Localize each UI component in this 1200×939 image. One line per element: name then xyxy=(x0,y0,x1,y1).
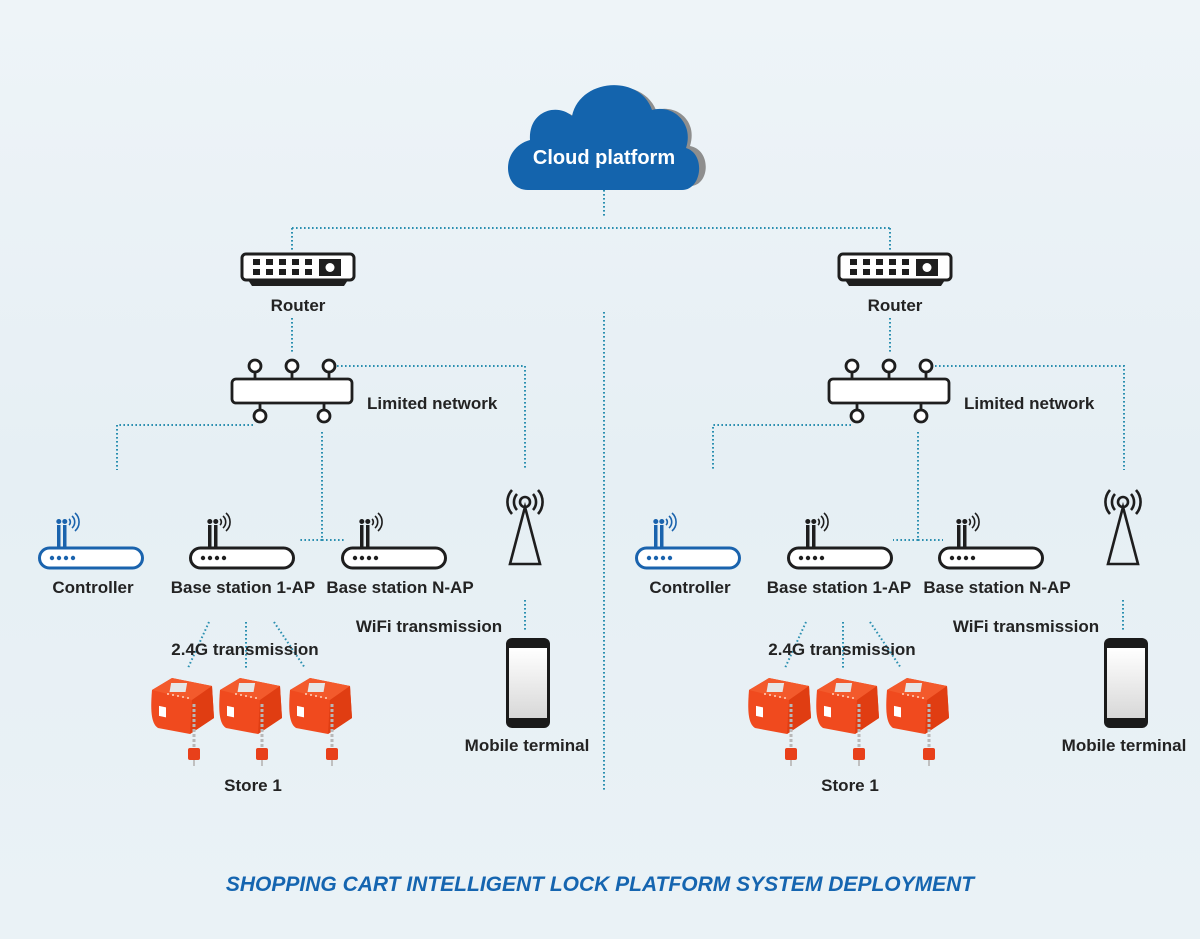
router-label: Router xyxy=(867,296,923,315)
router-label: Router xyxy=(270,296,326,315)
cloud-platform-label: Cloud platform xyxy=(532,147,676,169)
base-station-n-label: Base station N-AP xyxy=(326,578,474,597)
access-point-icon xyxy=(189,511,295,570)
cart-lock-icon xyxy=(287,676,354,768)
cart-lock-icon xyxy=(149,676,216,768)
cart-lock-icon xyxy=(746,676,813,768)
store-label: Store 1 xyxy=(224,776,282,795)
wireless-controller-icon xyxy=(38,511,144,570)
router-icon xyxy=(837,252,953,288)
controller-label: Controller xyxy=(52,578,134,597)
cart-lock-icon xyxy=(884,676,951,768)
base-station-n-label: Base station N-AP xyxy=(923,578,1071,597)
connector-lines xyxy=(116,190,1125,792)
controller-label: Controller xyxy=(649,578,731,597)
cloud-icon xyxy=(508,85,706,190)
access-point-icon xyxy=(787,511,893,570)
cart-lock-icon xyxy=(217,676,284,768)
antenna-tower-icon xyxy=(506,488,544,566)
access-point-icon xyxy=(341,511,447,570)
base-station-1-label: Base station 1-AP xyxy=(766,578,912,597)
antenna-tower-icon xyxy=(1104,488,1142,566)
diagram-title: SHOPPING CART INTELLIGENT LOCK PLATFORM … xyxy=(225,873,975,896)
smartphone-icon xyxy=(1104,638,1148,728)
base-station-1-label: Base station 1-AP xyxy=(170,578,316,597)
network-hub-icon xyxy=(827,358,951,424)
access-point-icon xyxy=(938,511,1044,570)
transmission-label: 2.4G transmission xyxy=(768,640,916,659)
cart-lock-icon xyxy=(814,676,881,768)
wifi-transmission-label: WiFi transmission xyxy=(355,617,503,636)
transmission-label: 2.4G transmission xyxy=(171,640,319,659)
smartphone-icon xyxy=(506,638,550,728)
mobile-terminal-label: Mobile terminal xyxy=(464,736,590,755)
network-hub-icon xyxy=(230,358,354,424)
limited-network-label: Limited network xyxy=(367,394,498,413)
limited-network-label: Limited network xyxy=(964,394,1095,413)
mobile-terminal-label: Mobile terminal xyxy=(1061,736,1187,755)
router-icon xyxy=(240,252,356,288)
store-label: Store 1 xyxy=(821,776,879,795)
wifi-transmission-label: WiFi transmission xyxy=(952,617,1100,636)
wireless-controller-icon xyxy=(635,511,741,570)
